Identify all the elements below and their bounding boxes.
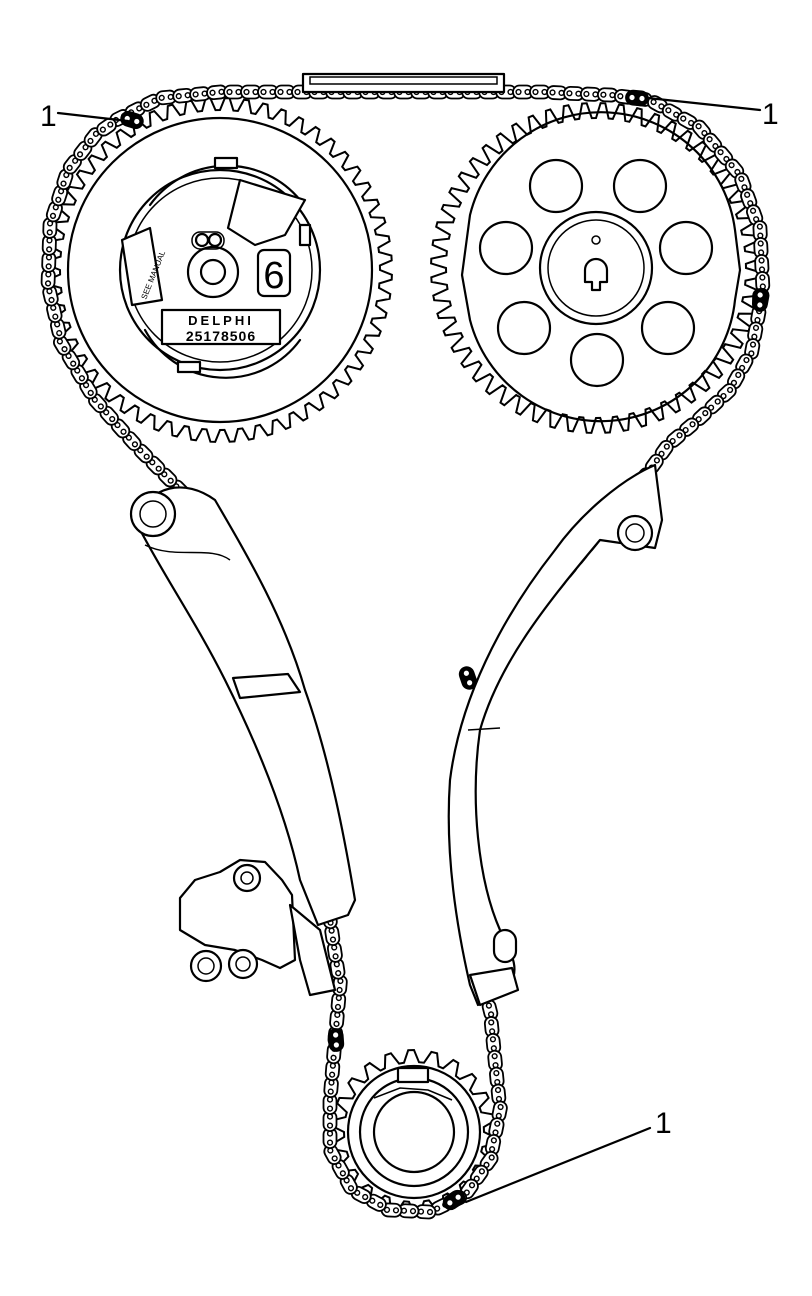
chain-link — [56, 168, 74, 191]
chain-link — [96, 117, 117, 137]
chain-link — [330, 991, 347, 1014]
marked-chain-link — [442, 1189, 466, 1211]
chain-link — [240, 84, 262, 100]
chain-link — [145, 455, 166, 476]
chain-link — [716, 383, 737, 403]
chain-link — [597, 87, 619, 103]
chain-link — [546, 85, 568, 101]
chain-link — [326, 941, 343, 963]
chain-link — [484, 1133, 502, 1156]
callout-top-right: 1 — [646, 96, 779, 131]
callout-bottom: 1 — [464, 1107, 672, 1204]
sprocket-window — [226, 178, 307, 247]
chain-link — [491, 1100, 508, 1123]
chain-link — [735, 353, 754, 375]
keyway — [583, 257, 609, 292]
chain-link — [322, 1093, 338, 1115]
intake-hub-bore — [199, 258, 227, 286]
marked-chain-link — [751, 288, 769, 312]
delphi-brand: DELPHI — [188, 313, 254, 328]
chain-link — [331, 1158, 350, 1180]
chain-link — [489, 1066, 505, 1089]
chain-link — [322, 1127, 338, 1149]
chain-link — [752, 220, 768, 242]
fixed-chain-guide — [447, 463, 664, 1007]
part-number: 25178506 — [186, 328, 256, 344]
chain-link — [324, 1059, 341, 1082]
chain-link — [740, 188, 758, 210]
callout-label: 1 — [762, 98, 779, 131]
chain-link — [41, 234, 57, 256]
chain-link — [753, 237, 769, 259]
tensioner-guide — [129, 486, 357, 927]
chain-link — [257, 84, 279, 100]
right-camshaft-sprocket — [460, 111, 742, 423]
callout-top-left: 1 — [40, 100, 130, 133]
chain-link — [744, 338, 761, 360]
chain-link — [42, 217, 58, 239]
chain-link — [46, 301, 63, 324]
delphi-label — [160, 308, 282, 346]
chain-link — [172, 87, 195, 104]
marked-chain-link — [120, 110, 144, 130]
chain-tensioner — [178, 858, 337, 997]
upper-chain-guide — [301, 72, 506, 94]
exhaust-sprocket-plate — [460, 111, 742, 423]
callout-label: 1 — [655, 1107, 672, 1140]
crankshaft-sprocket — [346, 1064, 482, 1200]
timing-digit-box — [256, 248, 292, 298]
crank-bore — [372, 1090, 456, 1174]
tensioner-plunger — [288, 903, 337, 997]
chain-link — [323, 1144, 342, 1165]
chain-link — [41, 251, 57, 273]
chain-link — [52, 334, 72, 356]
left-camshaft-sprocket: 6 DELPHI 25178506 SEE MANUAL — [66, 116, 374, 424]
chain-link — [324, 924, 341, 946]
marked-chain-link — [458, 666, 478, 690]
chain-link — [139, 93, 161, 112]
chain-link — [414, 1204, 437, 1220]
see-manual-tag — [120, 226, 164, 307]
callout-label: 1 — [40, 100, 57, 133]
marked-chain-link — [625, 89, 649, 107]
chain-link — [724, 158, 745, 179]
chain-link — [755, 271, 771, 293]
timing-digit: 6 — [263, 255, 284, 297]
marked-chain-link — [327, 1028, 345, 1052]
